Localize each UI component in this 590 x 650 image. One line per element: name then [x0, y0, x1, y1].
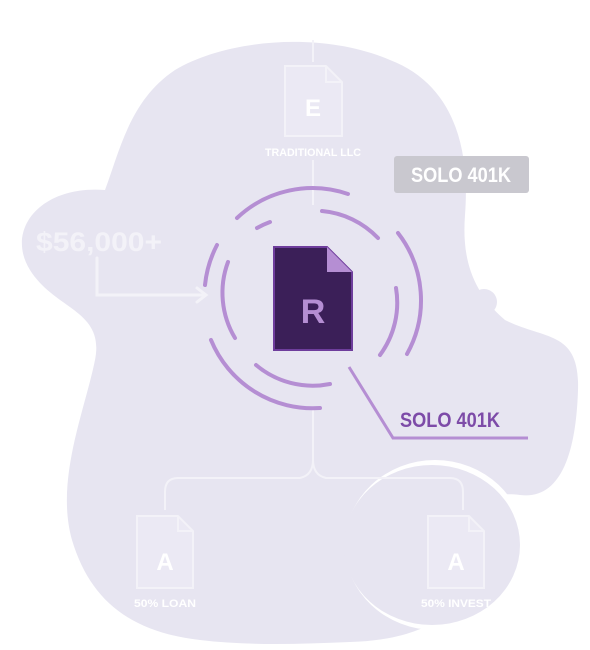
amount-label: $56,000+ — [36, 227, 162, 257]
top-document-label: TRADITIONAL LLC — [265, 147, 361, 159]
bottom-left-document-letter: A — [156, 549, 173, 576]
bottom-left-document-label: 50% LOAN — [134, 598, 196, 610]
connector-lines — [164, 40, 464, 510]
amount-arrow — [95, 256, 209, 304]
bottom-right-document-icon — [427, 515, 485, 589]
callout-line — [347, 366, 528, 440]
center-rings — [203, 186, 423, 411]
bottom-right-document-label: 50% INVEST — [421, 598, 491, 610]
bottom-right-document-letter: A — [447, 549, 464, 576]
bottom-left-document-icon — [136, 515, 194, 589]
solo-401k-badge — [394, 156, 529, 193]
top-document-letter: E — [305, 95, 321, 122]
center-document-letter: R — [301, 293, 326, 331]
small-dot — [471, 289, 497, 315]
center-document-icon — [273, 246, 353, 351]
top-document-icon — [284, 65, 343, 137]
callout-label: SOLO 401K — [400, 409, 500, 432]
badge-text: SOLO 401K — [411, 164, 511, 187]
